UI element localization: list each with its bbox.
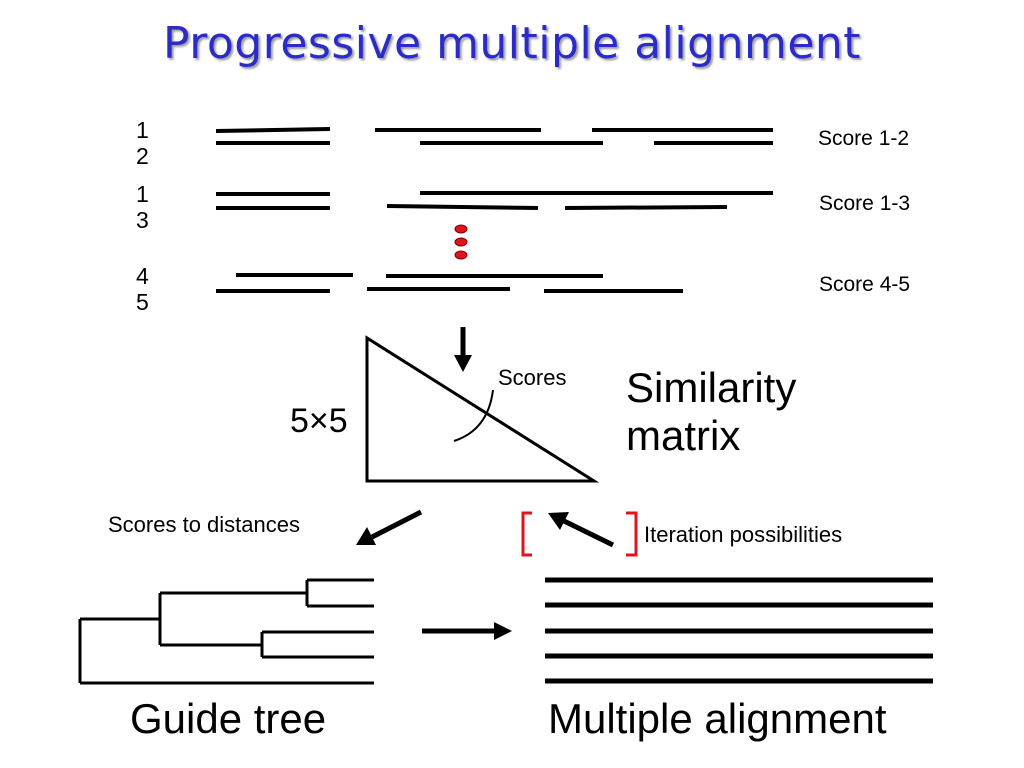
multiple-alignment-label: Multiple alignment [548, 695, 887, 742]
scores-to-distances-label: Scores to distances [108, 512, 300, 537]
right-arrow-icon [422, 622, 512, 640]
multiple-alignment-lines [545, 577, 933, 684]
pair1-bottom-number: 2 [136, 143, 149, 169]
guide-tree-label: Guide tree [130, 695, 327, 742]
pair3-top-number: 4 [136, 263, 149, 289]
pair1-top-number: 1 [136, 117, 149, 143]
down-arrow-icon [454, 327, 472, 372]
red-dot [454, 224, 468, 234]
left-red-bracket [521, 511, 532, 557]
red-dot [454, 237, 468, 247]
scores-pointer-curve [453, 389, 494, 442]
guide-tree [78, 578, 374, 685]
iteration-possibilities-label: Iteration possibilities [644, 522, 843, 547]
pair-1-2-sequences [215, 127, 773, 145]
pair2-bottom-number: 3 [136, 207, 149, 233]
slide-title: Progressive multiple alignment [162, 18, 862, 69]
score-4-5-label: Score 4-5 [819, 273, 911, 296]
ellipsis-dots [454, 224, 468, 260]
pair2-top-number: 1 [136, 181, 149, 207]
similarity-matrix-triangle [365, 335, 600, 483]
similarity-matrix-line1: Similarity [626, 364, 797, 411]
matrix-size-label: 5×5 [290, 402, 348, 440]
pair-1-3-sequences [216, 191, 773, 210]
score-1-2-label: Score 1-2 [818, 127, 910, 150]
red-dot [454, 250, 468, 260]
iteration-arrow-icon [548, 512, 615, 548]
similarity-matrix-line2: matrix [626, 412, 741, 459]
seq-segment [564, 205, 728, 210]
seq-segment [386, 204, 539, 210]
right-red-bracket [626, 511, 638, 557]
seq-segment [215, 127, 331, 133]
pair-4-5-sequences [216, 273, 683, 293]
scores-label: Scores [498, 365, 567, 390]
score-1-3-label: Score 1-3 [819, 192, 911, 215]
scores-to-distances-arrow-icon [356, 509, 423, 545]
pair3-bottom-number: 5 [136, 289, 149, 315]
